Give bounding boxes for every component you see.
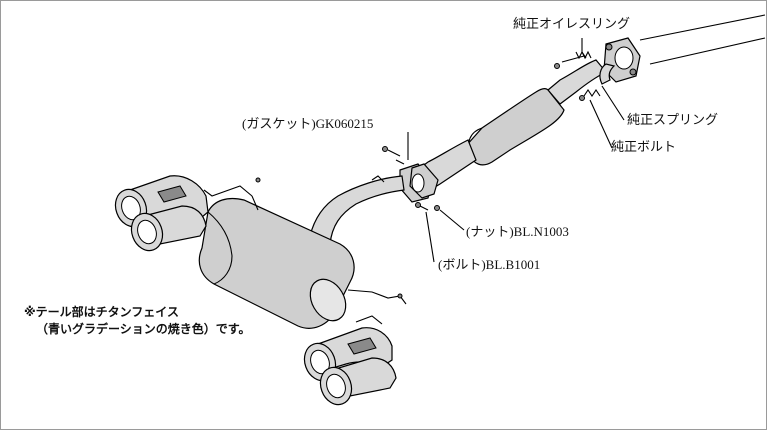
front-pipe bbox=[547, 59, 616, 105]
tail-pipes-right bbox=[303, 315, 397, 406]
gasket-joint bbox=[399, 163, 439, 203]
rear-muffler bbox=[198, 177, 407, 329]
center-resonator bbox=[465, 88, 565, 166]
leader-lines bbox=[407, 38, 625, 263]
label-gasket: (ガスケット)GK060215 bbox=[242, 116, 373, 131]
label-oil-ring: 純正オイレスリング bbox=[513, 16, 630, 31]
flange-hardware bbox=[554, 50, 601, 101]
gasket-hardware bbox=[382, 146, 440, 211]
label-nut: (ナット)BL.N1003 bbox=[466, 224, 569, 239]
label-bolt: (ボルト)BL.B1001 bbox=[438, 257, 540, 272]
label-bolt-oem: 純正ボルト bbox=[611, 139, 676, 154]
note-line-2: （青いグラデーションの焼き色）です。 bbox=[36, 321, 251, 336]
note-line-1: ※テール部はチタンフェイス bbox=[24, 304, 179, 319]
front-flange bbox=[603, 14, 766, 83]
tail-pipes-left bbox=[114, 175, 209, 252]
label-spring: 純正スプリング bbox=[627, 112, 718, 127]
